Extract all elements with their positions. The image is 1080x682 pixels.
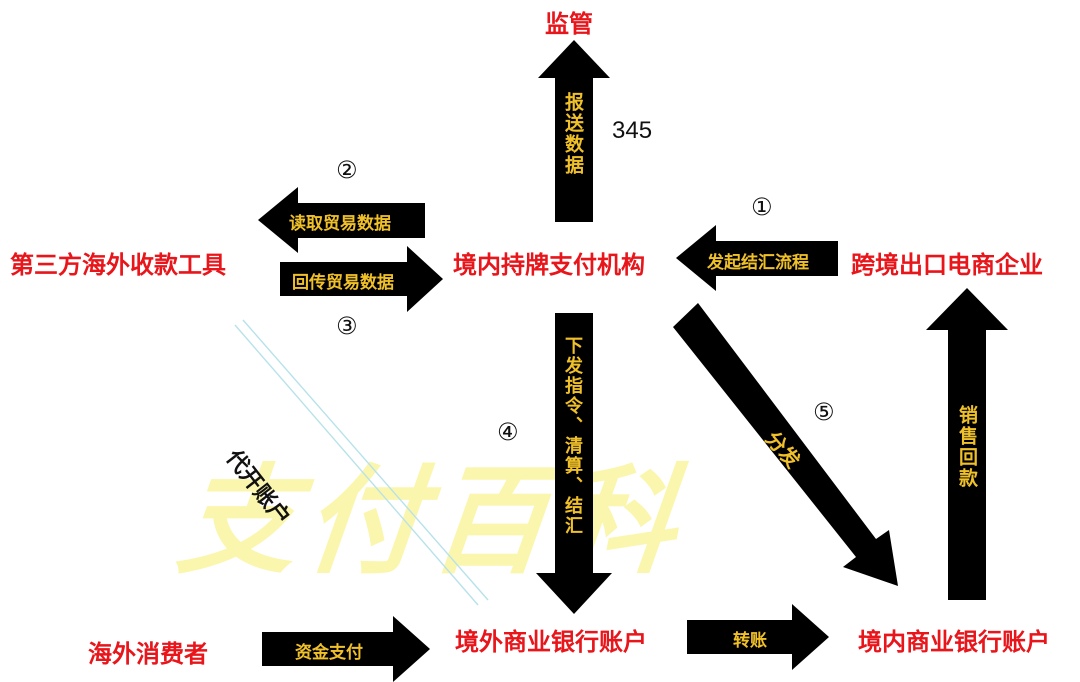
instruct-clear-settle-arrow	[536, 313, 612, 614]
sales-proceeds-arrow	[926, 288, 1008, 600]
step-3-marker: ③	[336, 312, 358, 340]
fund-payment-arrow	[262, 616, 430, 682]
guide-line-1	[234, 324, 479, 606]
step-1-marker: ①	[751, 193, 773, 221]
cross-border-exporter-node: 跨境出口电商企业	[851, 251, 1043, 279]
third-party-tool-node: 第三方海外收款工具	[10, 251, 226, 279]
instruct-clear-settle-label: 下发指令、清算、结汇	[562, 336, 583, 536]
domestic-bank-account-node: 境内商业银行账户	[858, 628, 1050, 656]
transfer-arrow	[687, 604, 829, 670]
step-4-marker: ④	[497, 418, 519, 446]
read-trade-data-arrow	[258, 187, 425, 253]
report-data-label: 报送数据	[562, 92, 584, 176]
guide-line-2	[242, 319, 489, 601]
licensed-payment-institution-node: 境内持牌支付机构	[453, 251, 645, 279]
overseas-consumer-node: 海外消费者	[88, 640, 208, 668]
return-trade-data-arrow	[280, 246, 443, 312]
overseas-bank-account-node: 境外商业银行账户	[455, 628, 647, 656]
initiate-fx-arrow	[676, 225, 838, 291]
return-trade-data-label: 回传贸易数据	[292, 273, 394, 293]
steps-345-marker: 345	[612, 117, 653, 144]
sales-proceeds-label: 销售回款	[956, 405, 978, 489]
step-2-marker: ②	[336, 156, 358, 184]
transfer-label: 转账	[733, 631, 767, 651]
regulator-node: 监管	[545, 10, 593, 38]
initiate-fx-label: 发起结汇流程	[707, 253, 809, 273]
step-5-marker: ⑤	[813, 398, 835, 426]
distribute-arrow	[673, 303, 898, 586]
read-trade-data-label: 读取贸易数据	[289, 214, 391, 234]
report-data-arrow	[538, 40, 610, 222]
fund-payment-label: 资金支付	[295, 643, 363, 663]
